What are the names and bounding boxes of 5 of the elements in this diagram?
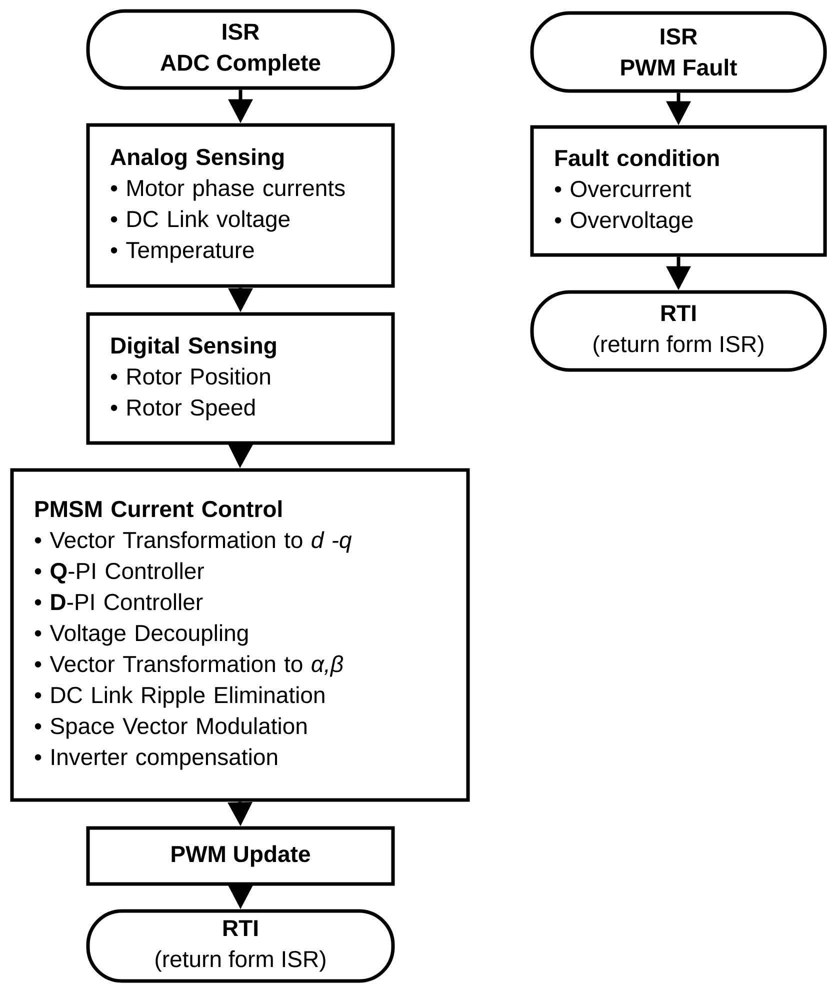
- process-box: Fault condition • Overcurrent • Overvoltage: [530, 125, 827, 257]
- process-box: Digital Sensing • Rotor Position • Rotor Speed: [86, 312, 395, 445]
- process-box: PWM Update: [86, 826, 395, 886]
- process-box: PMSM Current Control • Vector Transformation to d -q • Q-PI Controller • D-PI Controller • Voltage Decoupling • Vector Transformation to α,β • DC Link Ripple Elimination • Space Vector Modulation • Inverter compensation: [10, 468, 470, 802]
- process-box: Analog Sensing • Motor phase currents • DC Link voltage • Temperature: [86, 123, 395, 288]
